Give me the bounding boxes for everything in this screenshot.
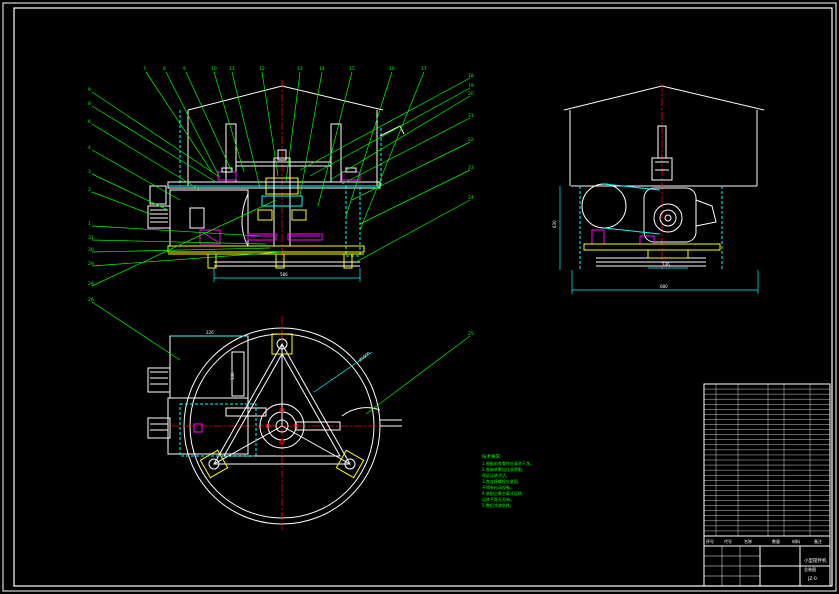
dim-side-height: 630	[552, 220, 557, 228]
leader-line	[91, 123, 201, 191]
leader-line	[91, 91, 219, 177]
part-balloon: 22	[468, 137, 474, 143]
leader-line	[285, 71, 301, 183]
part-balloon: 17	[421, 66, 427, 72]
title-block: 序号 代号 名称 数量 材料 备注 小型搅拌机 总装图 JZ-0	[703, 535, 831, 587]
tech-note-line: 1.装配前各零件应清洗干净。	[482, 460, 534, 466]
tech-note-line: 不得有松动现象。	[482, 484, 514, 490]
leader-line	[91, 301, 181, 361]
leader-line	[91, 239, 267, 245]
leader-line	[359, 169, 471, 225]
bom-header: 序号	[706, 538, 714, 544]
dim-side-width: 680	[660, 284, 668, 289]
part-balloon: 6	[88, 119, 91, 125]
leader-line	[91, 191, 151, 215]
bom-header: 代号	[724, 538, 732, 544]
dim-front-width: 586	[280, 272, 288, 277]
bom-header: 数量	[772, 538, 780, 544]
parts-list	[703, 383, 831, 537]
drawing-label: 总装图	[804, 566, 816, 572]
dim-plan-length: 226	[206, 330, 214, 335]
part-balloon: 23	[468, 165, 474, 171]
dim-plan-side: 146	[230, 372, 235, 380]
part-balloon: 9	[88, 87, 91, 93]
part-balloon: 19	[468, 83, 474, 89]
part-balloon: 3	[88, 169, 91, 175]
dim-side-inner: 336	[662, 262, 670, 267]
part-balloon: 28	[88, 281, 94, 287]
part-balloon: 30	[88, 247, 94, 253]
tech-note-line: 保证运转灵活。	[482, 472, 510, 478]
leader-line	[309, 87, 471, 177]
part-balloon: 12	[259, 66, 265, 72]
tech-notes: 技术要求: 1.装配前各零件应清洗干净。 2.各轴承需加注润滑脂, 保证运转灵活…	[482, 453, 534, 508]
part-balloon: 14	[319, 66, 325, 72]
leader-line	[91, 251, 283, 267]
inner-frame	[13, 7, 833, 587]
leader-line	[91, 247, 271, 253]
part-balloon: 8	[163, 66, 166, 72]
leader-line	[185, 71, 233, 173]
leader-line	[359, 71, 425, 231]
bom-header: 材料	[792, 538, 800, 544]
tech-note-line: 3.各连接螺栓应紧固,	[482, 478, 519, 484]
leader-line	[345, 71, 393, 217]
part-balloon: 29	[88, 261, 94, 267]
leader-line	[231, 71, 261, 189]
tech-notes-title: 技术要求:	[482, 453, 502, 460]
part-balloon: 24	[468, 195, 474, 201]
leader-line	[299, 77, 471, 171]
part-balloon: 16	[389, 66, 395, 72]
leader-line	[165, 71, 221, 179]
part-balloon: 11	[229, 66, 235, 72]
part-balloon: 4	[88, 145, 91, 151]
tech-note-line: 2.各轴承需加注润滑脂,	[482, 466, 523, 472]
plan-view: 226 146 Ø1600	[147, 316, 402, 530]
leader-line	[317, 71, 353, 207]
leader-line	[261, 71, 279, 177]
part-balloon: 1	[88, 221, 91, 227]
leader-line	[329, 95, 471, 181]
bom-header: 名称	[744, 538, 752, 544]
part-balloon: 31	[88, 235, 94, 241]
leader-line	[91, 225, 261, 237]
part-balloon: 9	[183, 66, 186, 72]
part-balloon: 25	[468, 331, 474, 337]
drawing-code: JZ-0	[807, 576, 817, 582]
tech-note-line: 5.整机涂漆防锈。	[482, 502, 514, 508]
drawing-name: 小型搅拌机	[804, 557, 827, 564]
leader-line	[91, 105, 217, 183]
tech-note-line: 运转平稳无异响。	[482, 496, 514, 502]
leader-line	[91, 173, 169, 211]
part-balloon: 21	[468, 113, 474, 119]
part-balloon: 10	[211, 66, 217, 72]
part-balloon: 7	[143, 66, 146, 72]
side-view: 680 630 336	[552, 84, 765, 294]
leader-line	[91, 149, 181, 201]
part-balloon: 18	[468, 73, 474, 79]
leader-line	[351, 141, 471, 201]
part-balloon: 26	[88, 297, 94, 303]
part-balloon: 13	[297, 66, 303, 72]
leader-line	[145, 71, 213, 173]
leader-line	[355, 199, 471, 263]
part-balloon: 15	[349, 66, 355, 72]
leader-line	[341, 117, 471, 185]
front-view: 586	[147, 80, 405, 282]
leader-line	[365, 335, 471, 415]
part-balloon: 2	[88, 187, 91, 193]
leader-line	[213, 71, 245, 173]
tech-note-line: 4.装配后需空载试运转,	[482, 490, 523, 496]
part-balloon: 8	[88, 101, 91, 107]
leader-line	[91, 199, 277, 287]
bom-header: 备注	[814, 538, 822, 544]
leader-line	[299, 71, 323, 197]
part-balloon: 20	[468, 91, 474, 97]
